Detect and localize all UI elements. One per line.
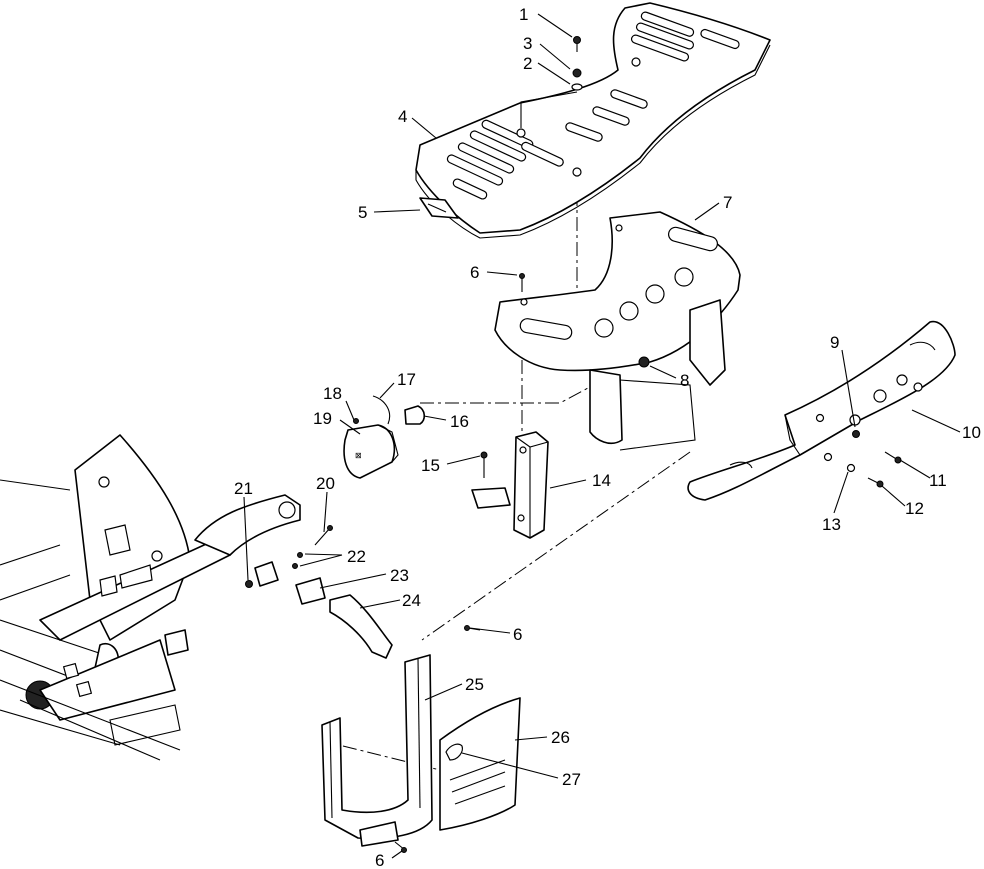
callout-12: 12 xyxy=(905,499,924,518)
callout-21: 21 xyxy=(234,479,253,498)
bracket-24 xyxy=(329,594,393,659)
callout-22: 22 xyxy=(347,547,366,566)
hitch-hardware xyxy=(245,525,333,605)
reflector xyxy=(419,197,459,219)
callout-24: 24 xyxy=(402,591,421,610)
callout-13: 13 xyxy=(822,515,841,534)
mudflap xyxy=(439,697,521,831)
callout-14: 14 xyxy=(592,471,611,490)
callout-5: 5 xyxy=(358,203,367,222)
callout-27: 27 xyxy=(562,770,581,789)
vehicle-frame xyxy=(0,434,301,761)
bumper-hardware xyxy=(846,430,902,488)
centerline-mudflap-bracket xyxy=(421,451,691,641)
callout-16: 16 xyxy=(450,412,469,431)
svg-text:⊠: ⊠ xyxy=(355,451,362,460)
support-bracket xyxy=(471,431,549,539)
callout-17: 17 xyxy=(397,370,416,389)
callout-11: 11 xyxy=(929,471,947,490)
centerline-taillight xyxy=(420,387,589,404)
callout-2: 2 xyxy=(523,54,532,73)
callout-20: 20 xyxy=(316,474,335,493)
callout-7: 7 xyxy=(723,193,732,212)
callout-9: 9 xyxy=(830,333,839,352)
callout-3: 3 xyxy=(523,34,532,53)
callout-8: 8 xyxy=(680,371,689,390)
callout-19: 19 xyxy=(313,409,332,428)
callout-26: 26 xyxy=(551,728,570,747)
callout-labels: 1 3 2 4 5 7 6 8 9 10 17 18 16 19 15 14 1… xyxy=(234,5,981,869)
callout-4: 4 xyxy=(398,107,407,126)
mudflap-bracket xyxy=(321,654,433,853)
bolt-6-upper xyxy=(519,273,525,292)
taillight-assembly: ⊠ xyxy=(343,395,426,479)
callout-leaders xyxy=(243,13,961,859)
callout-23: 23 xyxy=(390,566,409,585)
bumper xyxy=(687,321,956,501)
callout-6-upper: 6 xyxy=(470,263,479,282)
nut-8 xyxy=(638,356,677,379)
mount-plate xyxy=(494,211,741,451)
callout-6-lower: 6 xyxy=(375,851,384,869)
rear-rack xyxy=(415,2,771,239)
rack-bolt-stack xyxy=(520,36,583,128)
callout-18: 18 xyxy=(323,384,342,403)
callout-6-mid: 6 xyxy=(513,625,522,644)
callout-15: 15 xyxy=(421,456,440,475)
callout-1: 1 xyxy=(519,5,528,24)
callout-25: 25 xyxy=(465,675,484,694)
callout-10: 10 xyxy=(962,423,981,442)
bolt-15 xyxy=(480,451,488,478)
